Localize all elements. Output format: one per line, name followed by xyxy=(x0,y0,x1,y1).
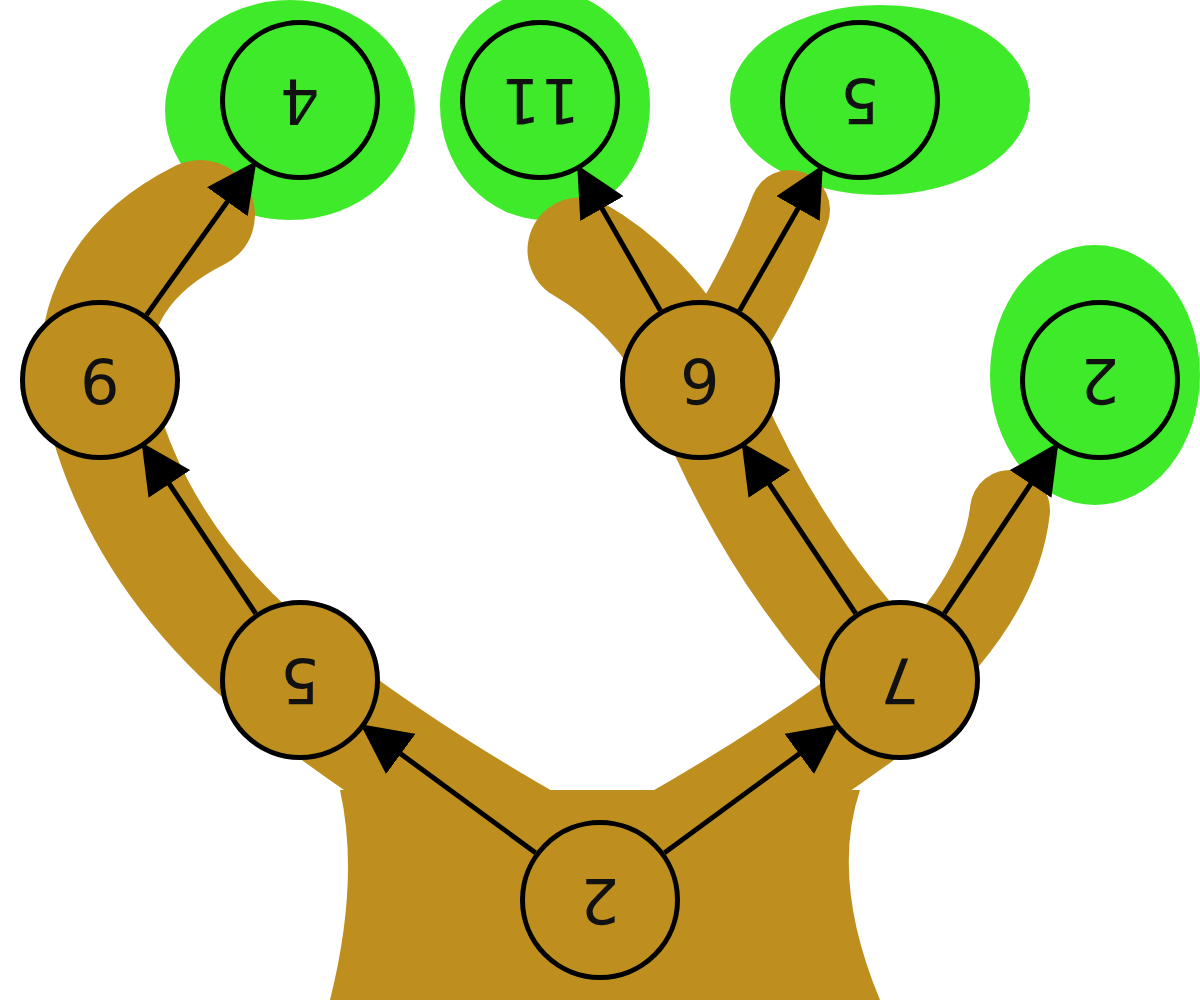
tree-node: 5 xyxy=(220,600,380,760)
leaf-node: 2 xyxy=(1020,300,1180,460)
tree-node: 6 xyxy=(620,300,780,460)
edge-arrow xyxy=(744,447,855,614)
node-value: 5 xyxy=(840,69,879,131)
tree-node: 2 xyxy=(520,820,680,980)
node-value: 7 xyxy=(880,649,919,711)
edge-arrow xyxy=(365,727,536,852)
edge-arrow xyxy=(665,727,836,852)
leaf-blobs xyxy=(165,0,1200,505)
leaf-node: 11 xyxy=(460,20,620,180)
node-value: 11 xyxy=(501,69,580,131)
leaf-node: 5 xyxy=(780,20,940,180)
tree-node: 9 xyxy=(20,300,180,460)
node-value: 4 xyxy=(280,69,319,131)
trunk xyxy=(330,790,880,1000)
node-value: 2 xyxy=(1080,349,1119,411)
leaf-node: 4 xyxy=(220,20,380,180)
node-value: 2 xyxy=(580,869,619,931)
edge-arrow xyxy=(580,169,661,310)
edge-arrow xyxy=(146,165,253,315)
edge-arrow xyxy=(144,447,255,614)
edge-arrow xyxy=(944,447,1055,614)
branches xyxy=(95,210,1010,880)
tree-node: 7 xyxy=(820,600,980,760)
node-value: 5 xyxy=(280,649,319,711)
node-value: 9 xyxy=(80,349,119,411)
edge-arrow xyxy=(740,169,821,310)
node-value: 6 xyxy=(680,349,719,411)
